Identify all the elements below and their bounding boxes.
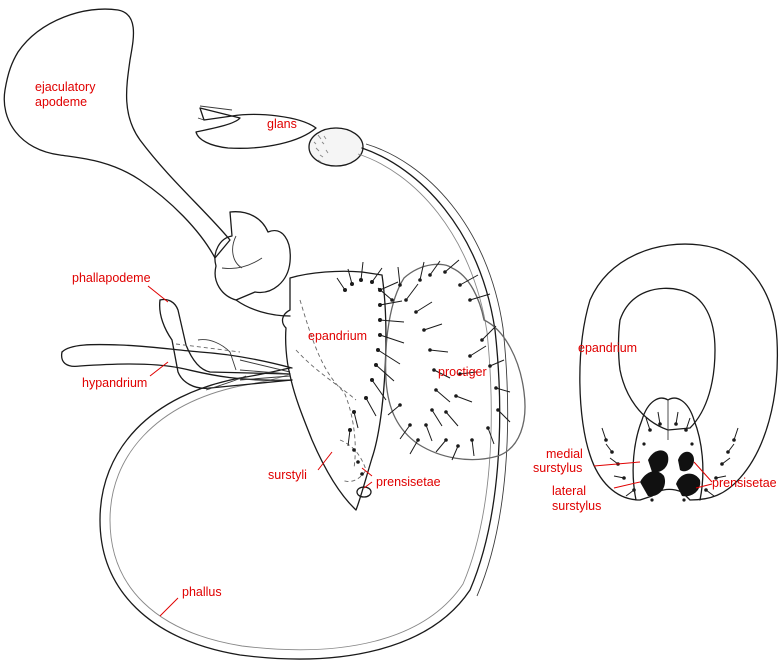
label-medial: medial [546,447,583,461]
label-epandrium-left: epandrium [308,329,367,343]
label-prensisetae-right: prensisetae [712,476,777,490]
proctiger-drawing [385,263,526,461]
label-surstyli: surstyli [268,468,307,482]
phallus-tube [99,143,509,660]
label-phallapodeme: phallapodeme [72,271,151,285]
label-prensisetae-left: prensisetae [376,475,441,489]
label-lateral-surstylus: surstylus [552,499,601,513]
label-hypandrium: hypandrium [82,376,147,390]
glans-drawing [195,105,364,167]
label-medial-surstylus: surstylus [533,461,582,475]
glans-bulb [308,127,364,167]
label-set: ejaculatory apodeme glans phallapodeme h… [35,80,777,599]
label-apodeme: apodeme [35,95,87,109]
label-phallus: phallus [182,585,222,599]
bristles-side [336,259,511,476]
label-epandrium-right: epandrium [578,341,637,355]
epandrium-posterior-drawing [579,243,779,502]
bristle-sockets-side [343,270,500,476]
label-glans: glans [267,117,297,131]
label-proctiger: proctiger [438,365,487,379]
prensisetae-black-lobes [640,450,701,497]
leader-lines [147,285,713,617]
label-lateral: lateral [552,484,586,498]
bristle-sockets-posterior [604,422,736,502]
ejaculatory-apodeme-drawing [3,8,291,317]
phallapodeme-hypandrium-drawing [60,298,293,391]
label-ejaculatory: ejaculatory [35,80,96,94]
